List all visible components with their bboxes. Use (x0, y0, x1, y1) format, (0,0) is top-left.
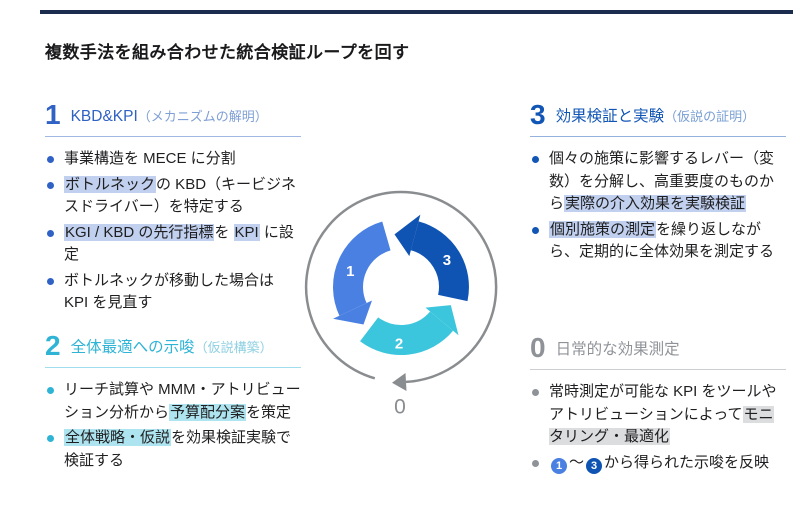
loop-label-3: 3 (443, 252, 451, 269)
highlighted-text: 実際の介入効果を実験検証 (564, 195, 747, 213)
section-nichijo-sokutei: 0 日常的な効果測定 常時測定が可能な KPI をツールやアトリビューションによ… (530, 332, 786, 477)
bullet-item: リーチ試算や MMM・アトリビューション分析から予算配分案を策定 (45, 379, 301, 424)
bullet-text: 事業構造を MECE に分割 (64, 150, 236, 168)
section-number: 2 (45, 330, 61, 361)
section-subtitle: （メカニズムの解明） (137, 109, 268, 125)
top-accent-bar (40, 10, 793, 14)
bullet-text: 個々の施策に影響するレバー（変数）を分解し、高重要度のものから (549, 150, 775, 213)
bullet-text: 常時測定が可能な KPI をツールやアトリビューションによって (549, 383, 777, 423)
highlighted-text: ボトルネック (64, 175, 157, 193)
bullet-item: 個別施策の測定を繰り返しながら、定期的に全体効果を測定する (530, 219, 786, 264)
loop-segment-1 (333, 221, 392, 316)
bullet-item: 事業構造を MECE に分割 (45, 148, 301, 171)
section-title: 全体最適への示唆 (70, 339, 195, 357)
section-subtitle: （仮説の証明） (664, 109, 756, 125)
loop-arrowhead-2-icon (425, 305, 459, 336)
section-divider (45, 136, 301, 138)
highlighted-text: 個別施策の測定 (549, 220, 657, 238)
bullet-text: の KBD（キービジネスドライバー）を特定する (64, 175, 297, 216)
section-divider (530, 369, 786, 371)
bullet-list: 常時測定が可能な KPI をツールやアトリビューションによってモニタリング・最適… (530, 381, 786, 474)
section-title-wrap: KBD&KPI（メカニズムの解明） (71, 106, 268, 127)
highlighted-text: 予算配分案 (169, 403, 247, 421)
section-kouka-kensho: 3 効果検証と実験（仮説の証明） 個々の施策に影響するレバー（変数）を分解し、高… (530, 99, 786, 267)
loop-arrowhead-3-icon (394, 214, 421, 257)
section-divider (45, 367, 301, 369)
section-divider (530, 136, 786, 138)
section-title-wrap: 日常的な効果測定 (556, 337, 680, 360)
bullet-list: 個々の施策に影響するレバー（変数）を分解し、高重要度のものから実際の介入効果を実… (530, 148, 786, 264)
loop-label-0: 0 (394, 396, 406, 419)
bullet-text: 〜 (569, 453, 585, 471)
section-title: KBD&KPI (70, 108, 138, 126)
loop-diagram: 1 2 3 0 (299, 181, 504, 421)
loop-diagram-svg: 1 2 3 0 (304, 190, 498, 419)
loop-label-2: 2 (395, 336, 403, 353)
step-badge-icon: 3 (586, 457, 603, 474)
section-header: 2 全体最適への示唆（仮説構築） (45, 330, 301, 361)
loop-label-1: 1 (346, 263, 354, 280)
highlighted-text: KPI (233, 223, 260, 241)
bullet-list: 事業構造を MECE に分割ボトルネックの KBD（キービジネスドライバー）を特… (45, 148, 301, 315)
bullet-item: ボトルネックが移動した場合は KPI を見直す (45, 270, 301, 315)
section-zentai-saiteki: 2 全体最適への示唆（仮説構築） リーチ試算や MMM・アトリビューション分析か… (45, 330, 301, 475)
section-number: 3 (530, 99, 546, 130)
bullet-list: リーチ試算や MMM・アトリビューション分析から予算配分案を策定全体戦略・仮説を… (45, 379, 301, 472)
step-badge-icon: 1 (551, 457, 567, 474)
bullet-text: を効果検証実験で検証する (64, 429, 292, 469)
bullet-text: ボトルネックが移動した場合は KPI を見直す (64, 271, 275, 312)
bullet-text: リーチ試算や MMM・アトリビューション分析から (64, 381, 301, 421)
bullet-item: ボトルネックの KBD（キービジネスドライバー）を特定する (45, 174, 301, 219)
outer-loop-circle (304, 190, 498, 384)
outer-loop-arrowhead-icon (392, 373, 407, 391)
highlighted-text: KGI / KBD の先行指標 (64, 223, 215, 241)
section-title-wrap: 効果検証と実験（仮説の証明） (556, 104, 756, 127)
section-title-wrap: 全体最適への示唆（仮説構築） (71, 335, 273, 358)
bullet-item: 常時測定が可能な KPI をツールやアトリビューションによってモニタリング・最適… (530, 381, 786, 449)
page-title: 複数手法を組み合わせた統合検証ループを回す (45, 43, 410, 62)
bullet-text: を (214, 223, 234, 241)
bullet-text: を策定 (246, 403, 292, 421)
section-number: 0 (530, 332, 546, 363)
section-title: 効果検証と実験 (555, 108, 665, 126)
bullet-item: 個々の施策に影響するレバー（変数）を分解し、高重要度のものから実際の介入効果を実… (530, 148, 786, 216)
bullet-item: KGI / KBD の先行指標を KPI に設定 (45, 222, 301, 267)
section-subtitle: （仮説構築） (194, 340, 273, 356)
bullet-text: を繰り返しながら、定期的に全体効果を測定する (549, 220, 775, 261)
loop-arrowhead-1-icon (333, 300, 372, 325)
loop-segment-3 (410, 221, 469, 302)
bullet-text: から得られた示唆を反映 (604, 453, 770, 471)
highlighted-text: 全体戦略・仮説 (64, 429, 172, 447)
section-header: 0 日常的な効果測定 (530, 332, 786, 363)
section-header: 1 KBD&KPI（メカニズムの解明） (45, 99, 301, 130)
loop-segment-2 (360, 310, 454, 355)
bullet-item: 全体戦略・仮説を効果検証実験で検証する (45, 427, 301, 472)
section-kbd-kpi: 1 KBD&KPI（メカニズムの解明） 事業構造を MECE に分割ボトルネック… (45, 99, 301, 318)
section-header: 3 効果検証と実験（仮説の証明） (530, 99, 786, 130)
section-title: 日常的な効果測定 (555, 341, 680, 359)
bullet-text: に設定 (64, 223, 294, 264)
section-number: 1 (45, 99, 61, 130)
